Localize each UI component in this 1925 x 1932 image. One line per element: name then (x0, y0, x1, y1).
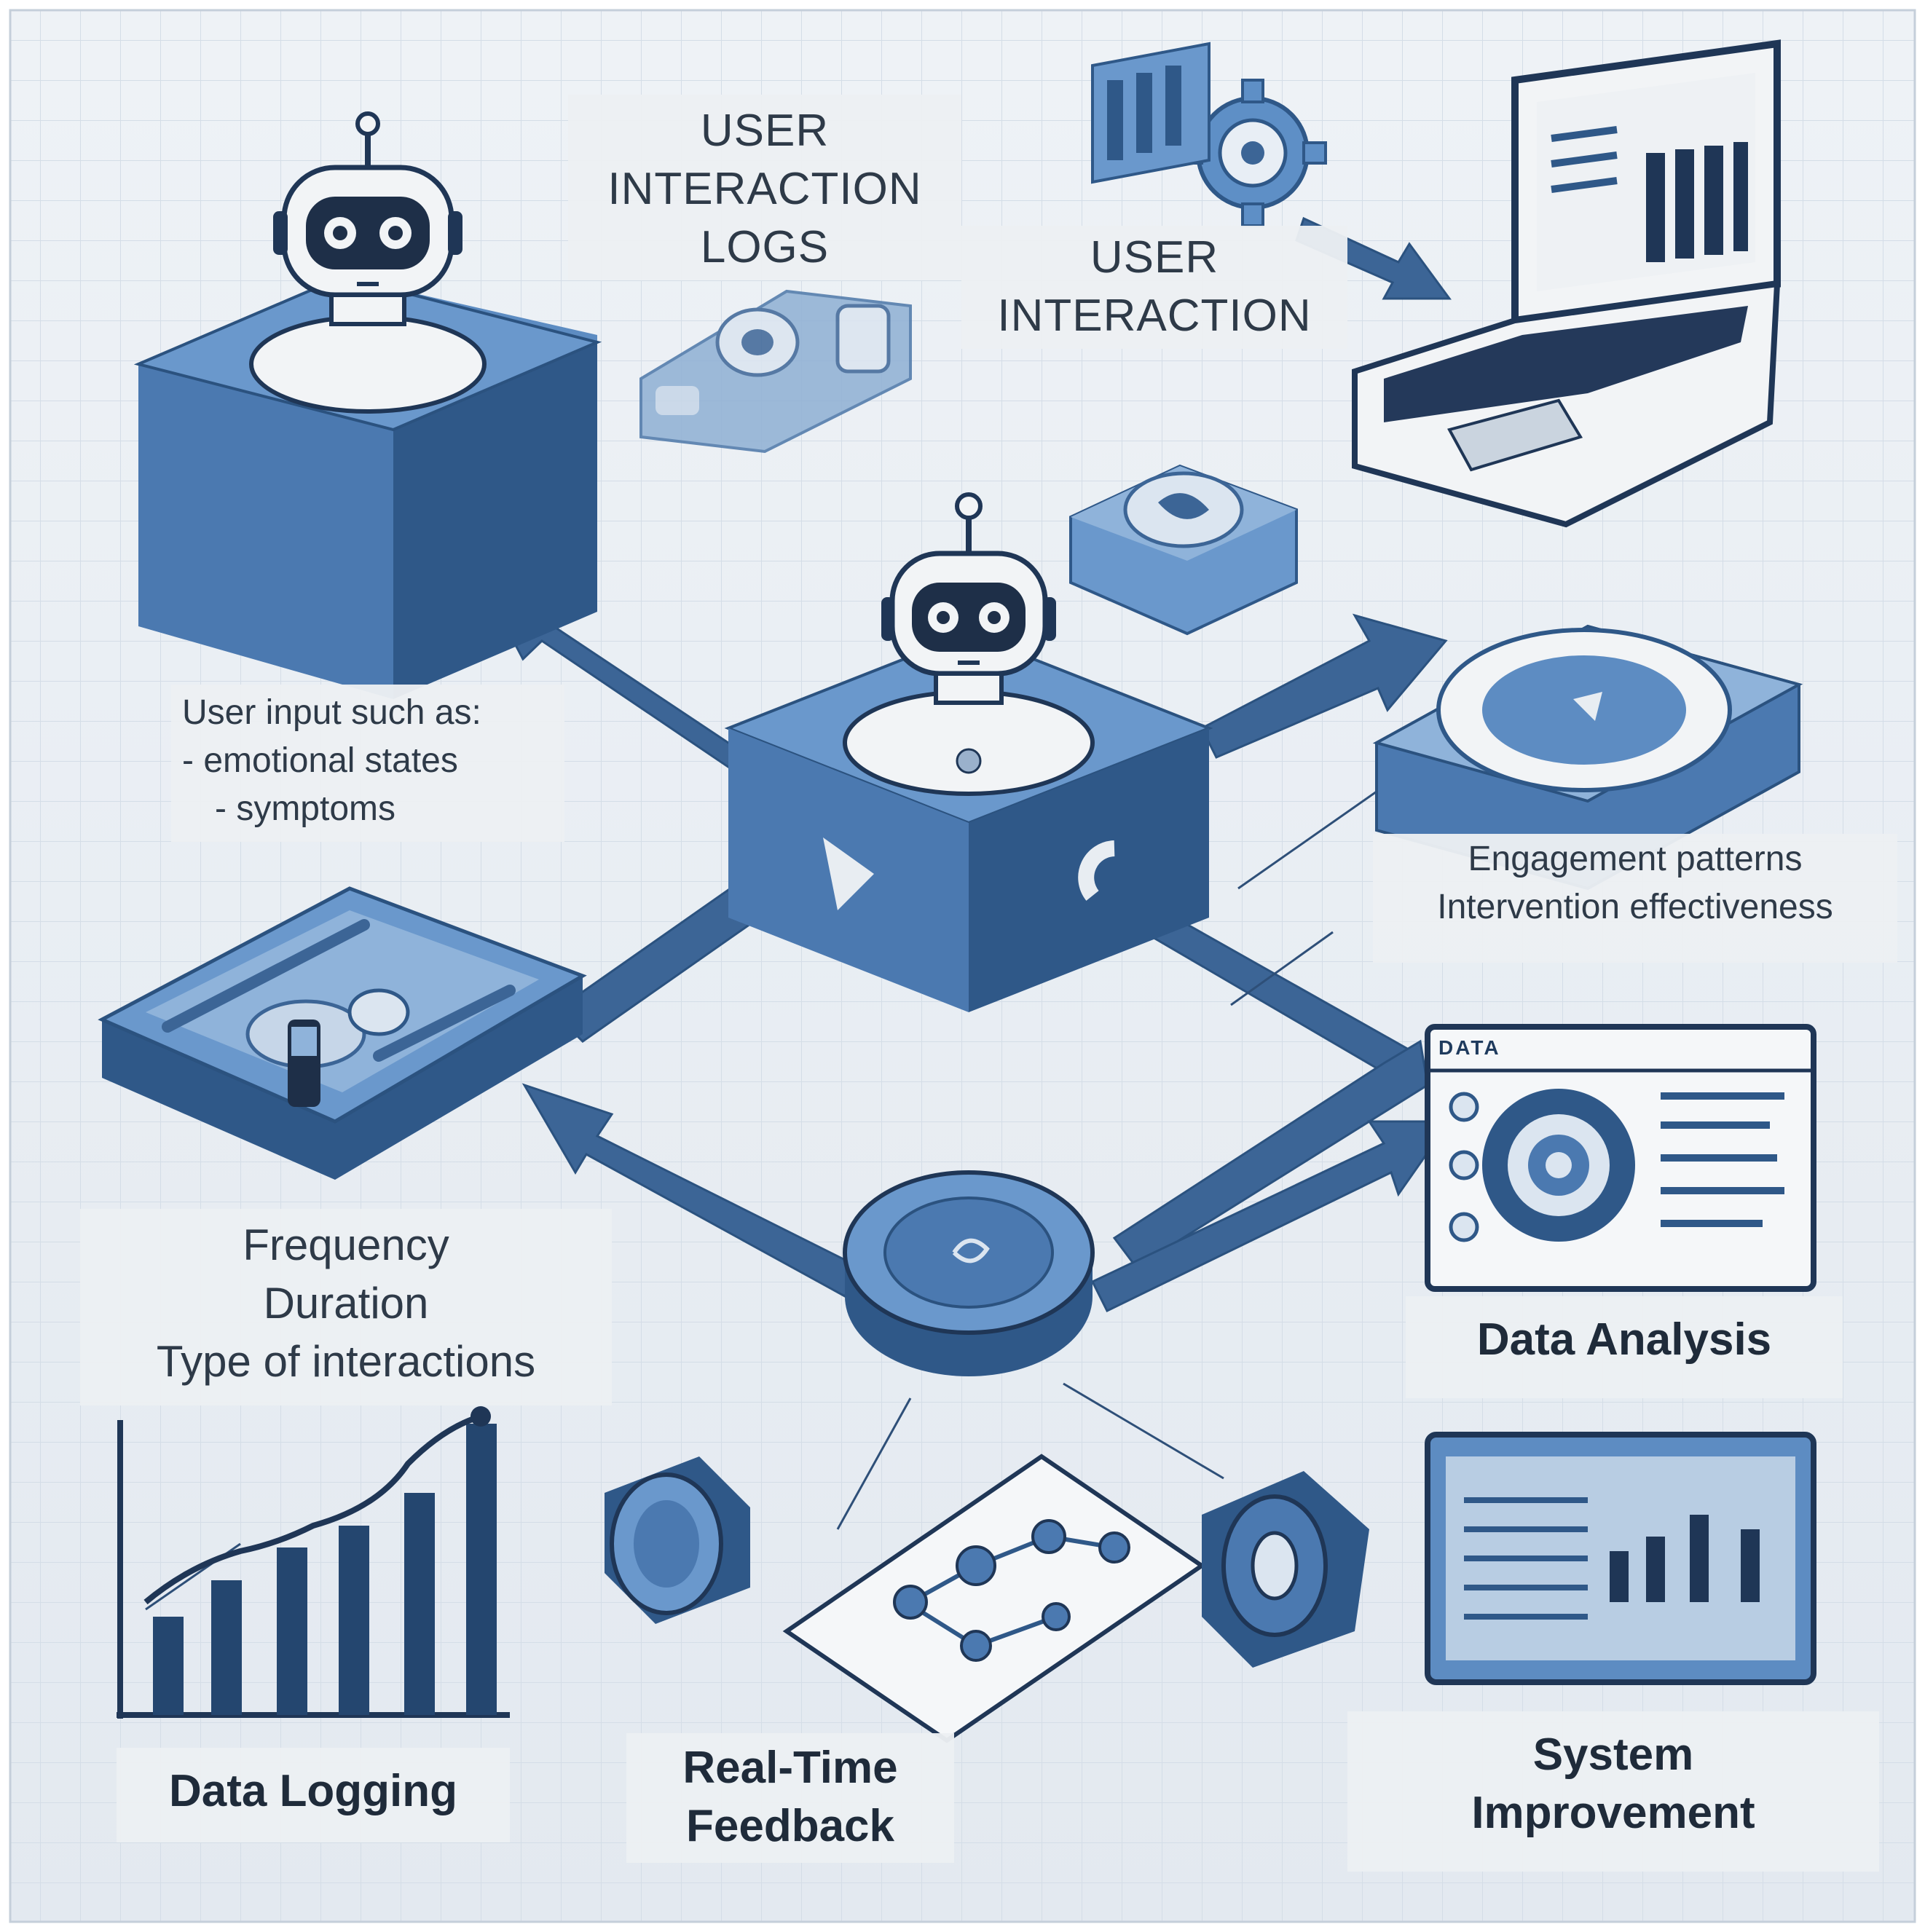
label-line: Intervention effectiveness (1437, 888, 1833, 926)
label-line: Frequency (243, 1221, 449, 1269)
dashboard-header: DATA (1438, 1036, 1501, 1059)
label-line: INTERACTION (607, 164, 922, 214)
log-device-icon (639, 289, 912, 454)
label-line: - symptoms (215, 789, 396, 828)
dashboard-icon (1425, 1024, 1816, 1292)
label-line: INTERACTION (997, 291, 1312, 341)
feedback-speaker-right-icon (1202, 1471, 1369, 1668)
label-engagement: Engagement patterns Intervention effecti… (1373, 834, 1897, 963)
label-line: Engagement patterns (1468, 840, 1803, 878)
label-user-interaction: USER INTERACTION (961, 226, 1347, 349)
arrow-hub-to-left-panel (521, 1083, 862, 1298)
speech-bubble-icon (1069, 464, 1298, 636)
connector-lines (145, 785, 1385, 1611)
label-real-time-feedback: Real-Time Feedback (626, 1733, 954, 1863)
label-line: Real-Time (682, 1743, 898, 1793)
arrow-loop-down (1112, 1039, 1429, 1269)
feedback-speaker-left-icon (605, 1456, 750, 1624)
label-line: USER (1090, 232, 1219, 283)
laptop-icon (1352, 39, 1781, 528)
label-user-interaction-logs: USER INTERACTION LOGS (568, 95, 961, 280)
label-line: LOGS (700, 222, 830, 272)
label-data-logging: Data Logging (117, 1748, 510, 1842)
gear-icon (1178, 79, 1327, 227)
label-line: USER (700, 106, 830, 156)
network-graph-icon (782, 1454, 1206, 1743)
hub-icon (843, 1170, 1095, 1376)
label-data-analysis: Data Analysis (1406, 1296, 1843, 1398)
label-line: Duration (263, 1279, 429, 1328)
label-metrics: Frequency Duration Type of interactions (80, 1209, 612, 1405)
center-cube (724, 631, 1213, 1012)
label-line: Improvement (1471, 1788, 1755, 1838)
top-left-cube (133, 275, 602, 699)
server-rack-icon (1091, 42, 1210, 184)
label-line: System (1532, 1730, 1694, 1780)
label-line: Feedback (685, 1801, 895, 1851)
control-panel-icon (98, 886, 587, 1180)
improvement-screen-icon (1425, 1432, 1816, 1685)
arrow-to-dial (1200, 613, 1448, 759)
circular-dial-icon (1372, 624, 1803, 891)
outer-frame (9, 9, 1916, 1923)
arrow-hub-to-data-analysis (1090, 1120, 1452, 1312)
robot-icon (273, 111, 462, 326)
robot-icon (881, 492, 1056, 705)
label-line: - emotional states (182, 741, 458, 780)
label-user-input: User input such as: - emotional states -… (171, 685, 564, 842)
label-line: Type of interactions (156, 1337, 536, 1386)
label-system-improvement: System Improvement (1347, 1711, 1879, 1872)
bar-chart-icon (117, 1406, 510, 1719)
label-line: User input such as: (182, 693, 481, 732)
